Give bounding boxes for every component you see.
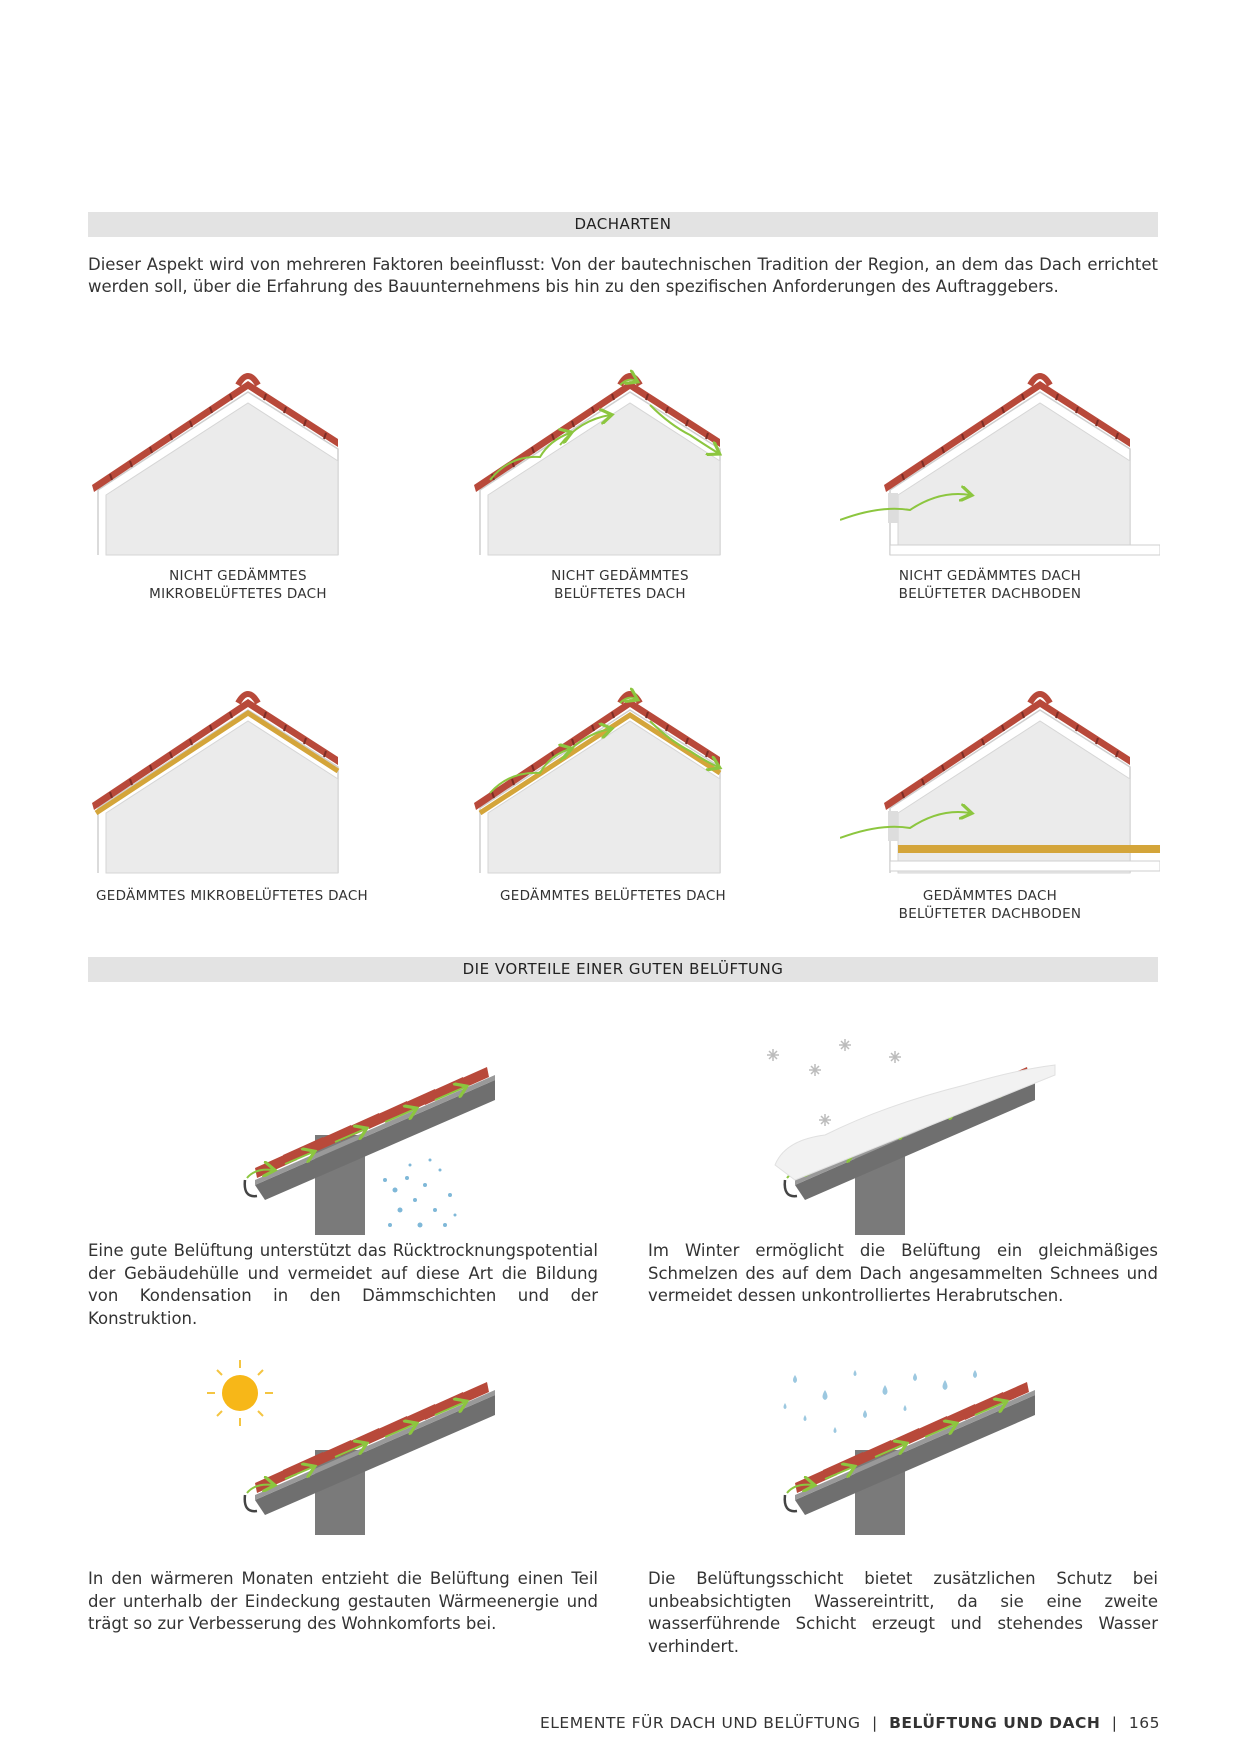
benefit-text-rain: Die Belüftungsschicht bietet zusätzliche…: [648, 1569, 1158, 1656]
section-title-vorteile: DIE VORTEILE EINER GUTEN BELÜFTUNG: [88, 957, 1158, 982]
caption-roof-4: GEDÄMMTES MIKROBELÜFTETES DACH: [96, 888, 368, 904]
benefit-text-sun: In den wärmeren Monaten entzieht die Bel…: [88, 1569, 598, 1633]
roof-diagram-uninsulated-ventilated: [470, 345, 760, 560]
roof-diagram-insulated-attic: [840, 663, 1160, 878]
footer-left: ELEMENTE FÜR DACH UND BELÜFTUNG: [539, 1714, 861, 1732]
roof-diagram-uninsulated-micro: [88, 345, 378, 560]
condensation-icon: [383, 1158, 457, 1228]
sun-icon: [207, 1360, 273, 1426]
roof-diagram-insulated-ventilated: [470, 663, 760, 878]
footer-bold: BELÜFTUNG UND DACH: [889, 1714, 1101, 1732]
snow-icon: [767, 1039, 901, 1126]
section-title-dacharten: DACHARTEN: [88, 212, 1158, 237]
intro-paragraph: Dieser Aspekt wird von mehreren Faktoren…: [88, 255, 1158, 296]
rain-icon: [783, 1370, 977, 1433]
rain-illustration: [783, 1370, 1065, 1535]
footer-sep-1: |: [871, 1714, 878, 1732]
sun-illustration: [207, 1360, 520, 1535]
snow-illustration: [767, 1039, 1056, 1250]
benefit-text-condensation: Eine gute Belüftung unterstützt das Rück…: [88, 1241, 598, 1328]
condensation-illustration: [225, 1040, 525, 1250]
page-number: 165: [1128, 1714, 1160, 1732]
footer-sep-2: |: [1111, 1714, 1118, 1732]
roof-diagram-insulated-micro: [88, 663, 378, 878]
benefit-text-snow: Im Winter ermöglicht die Belüftung ein g…: [648, 1241, 1158, 1305]
page-footer: ELEMENTE FÜR DACH UND BELÜFTUNG | BELÜFT…: [540, 1714, 1160, 1732]
caption-roof-5: GEDÄMMTES BELÜFTETES DACH: [500, 888, 727, 904]
roof-diagram-uninsulated-attic: [840, 345, 1160, 560]
